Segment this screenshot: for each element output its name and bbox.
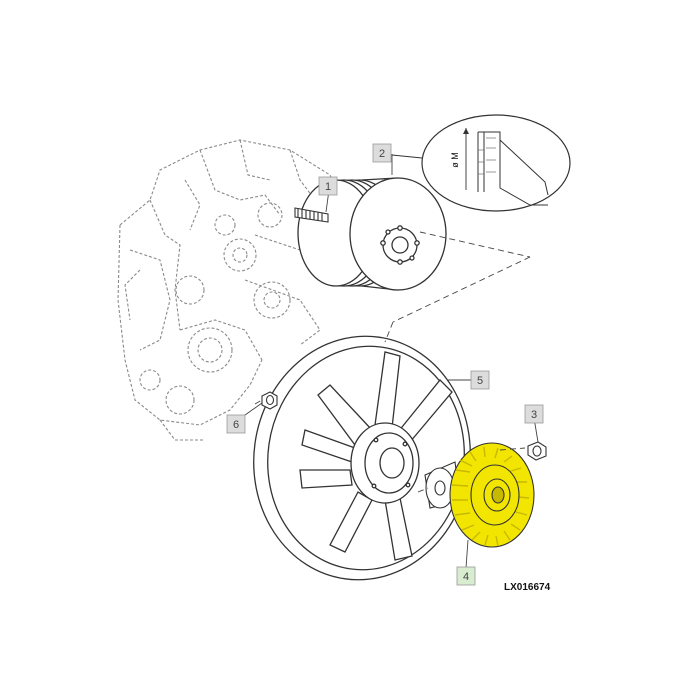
bolt xyxy=(294,207,329,223)
callout-3: 3 xyxy=(524,404,544,424)
callout-5-label: 5 xyxy=(477,375,483,387)
callout-4: 4 xyxy=(456,566,476,586)
nut xyxy=(527,441,547,461)
nut-small xyxy=(261,391,278,410)
callout-5: 5 xyxy=(470,370,490,390)
callout-1: 1 xyxy=(318,176,338,196)
assembly-guide-lines xyxy=(254,231,531,493)
pulley xyxy=(297,177,447,291)
callout-3-label: 3 xyxy=(531,409,537,421)
callout-2: 2 xyxy=(372,143,392,163)
fan-blade-assembly xyxy=(253,335,471,581)
callout-2-label: 2 xyxy=(379,148,385,160)
callout-1-label: 1 xyxy=(325,181,331,193)
callout-6: 6 xyxy=(226,414,246,434)
callout-4-label: 4 xyxy=(463,571,469,583)
callout-6-label: 6 xyxy=(233,419,239,431)
viscous-fan-coupling xyxy=(424,442,535,548)
reference-code: LX016674 xyxy=(504,582,551,593)
engine-block-outline xyxy=(117,139,346,441)
cross-section-inset: ø M xyxy=(391,114,571,212)
inset-dimension-label: ø M xyxy=(450,152,460,168)
